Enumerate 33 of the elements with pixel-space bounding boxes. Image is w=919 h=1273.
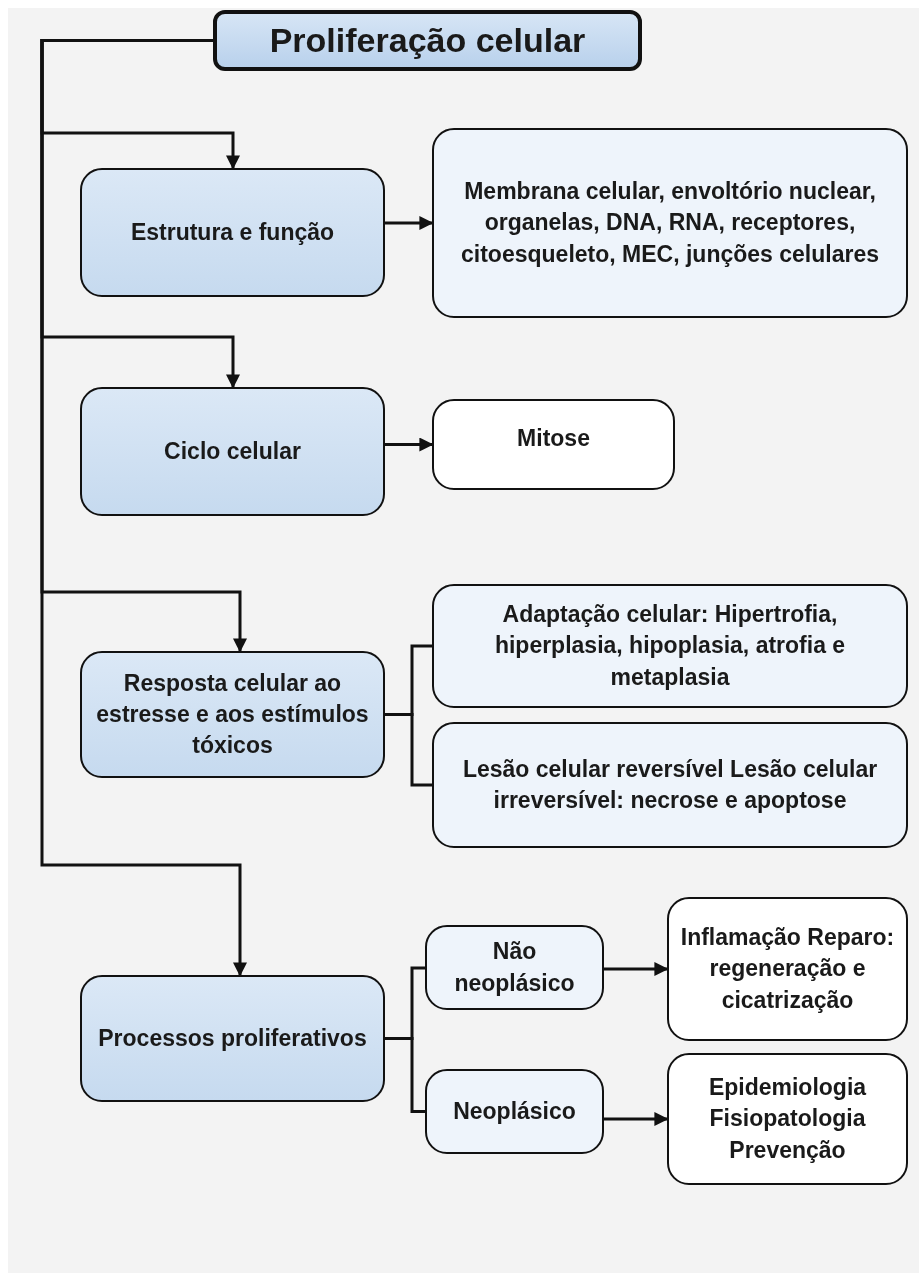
topic-box	[80, 168, 385, 297]
arrow	[385, 437, 434, 452]
topic-box	[667, 1053, 908, 1185]
arrow	[604, 1112, 669, 1126]
box-text: Membrana celular, envoltório nuclear, organelas, DNA, RNA, receptores, citoesqueleto, MEC, junções celulares	[460, 177, 880, 269]
topic-box	[80, 975, 385, 1102]
box-text: Epidemiologia Fisiopatologia Prevenção	[707, 1073, 868, 1165]
connector-line	[385, 713, 432, 787]
box-text: Não neoplásico	[453, 937, 576, 998]
topic-box	[432, 128, 908, 318]
box-text: Resposta celular ao estresse e aos estímulos tóxicos	[95, 668, 370, 760]
topic-box	[432, 584, 908, 708]
topic-box	[425, 1069, 604, 1154]
arrow	[604, 962, 669, 976]
box-text: Mitose	[517, 424, 590, 453]
topic-box	[432, 722, 908, 848]
connector-line	[385, 1037, 425, 1113]
arrow	[40, 39, 247, 977]
topic-box	[80, 651, 385, 778]
box-text: Neoplásico	[453, 1096, 576, 1126]
title-text: Proliferação celular	[269, 19, 586, 61]
title-box	[213, 10, 642, 71]
box-text: Processos proliferativos	[98, 1023, 367, 1053]
topic-box	[667, 897, 908, 1041]
box-text: Estrutura e função	[130, 217, 335, 247]
topic-box	[432, 399, 675, 490]
box-text: Inflamação Reparo: regeneração e cicatrização	[679, 923, 896, 1015]
topic-box	[425, 925, 604, 1010]
topic-box	[80, 387, 385, 516]
arrow	[385, 216, 434, 230]
box-text: Ciclo celular	[164, 436, 301, 466]
box-text: Lesão celular reversível Lesão celular irreversível: necrose e apoptose	[461, 754, 879, 815]
box-text: Adaptação celular: Hipertrofia, hiperplasia, hipoplasia, atrofia e metaplasia	[493, 600, 847, 692]
